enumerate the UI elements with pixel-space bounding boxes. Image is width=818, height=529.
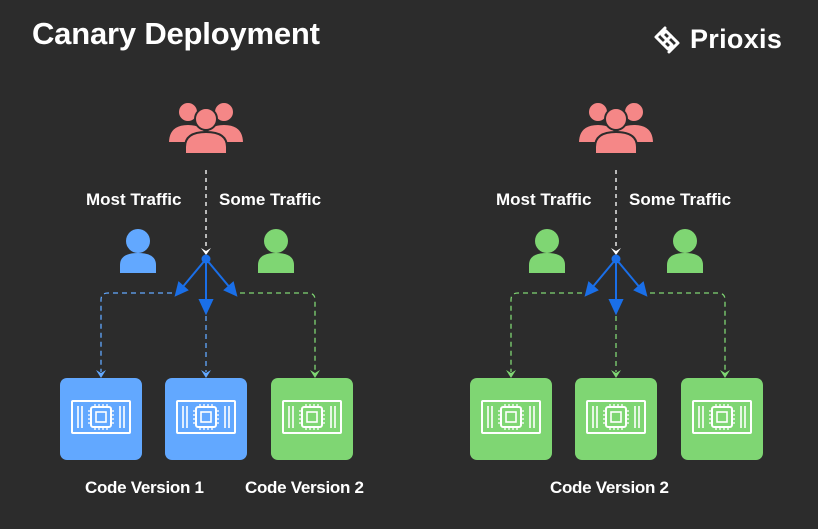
user-icon-green-left <box>258 229 294 273</box>
most-traffic-label-right: Most Traffic <box>496 190 592 209</box>
route-to-server-1-left <box>100 292 316 372</box>
server-v2-a <box>470 378 552 460</box>
code-version-2-label-left: Code Version 2 <box>245 478 364 497</box>
routes-right <box>510 292 726 372</box>
users-group-icon-left <box>167 101 245 155</box>
router-node-left <box>174 254 238 316</box>
route-arrowheads-right <box>506 370 730 378</box>
some-traffic-label-right: Some Traffic <box>629 190 732 209</box>
user-icon-green-left-after <box>529 229 565 273</box>
incoming-traffic-arrow-left <box>201 170 211 255</box>
server-v2-c <box>681 378 763 460</box>
code-version-2-label-right: Code Version 2 <box>550 478 669 497</box>
router-node-right <box>584 254 648 316</box>
server-v1-b <box>165 378 247 460</box>
users-group-icon-right <box>577 101 655 155</box>
route-arrowheads-left <box>96 370 320 378</box>
prioxis-logo-icon <box>654 26 680 53</box>
page-title: Canary Deployment <box>32 16 320 51</box>
most-traffic-label-left: Most Traffic <box>86 190 182 209</box>
some-traffic-label-left: Some Traffic <box>219 190 322 209</box>
brand-logo: Prioxis <box>652 24 782 55</box>
user-icon-blue-left <box>120 229 156 273</box>
server-v2-b <box>575 378 657 460</box>
brand-name: Prioxis <box>690 24 783 54</box>
server-v1-a <box>60 378 142 460</box>
incoming-traffic-arrow-right <box>611 170 621 255</box>
user-icon-green-right-after <box>667 229 703 273</box>
code-version-1-label: Code Version 1 <box>85 478 204 497</box>
server-v2-canary <box>271 378 353 460</box>
